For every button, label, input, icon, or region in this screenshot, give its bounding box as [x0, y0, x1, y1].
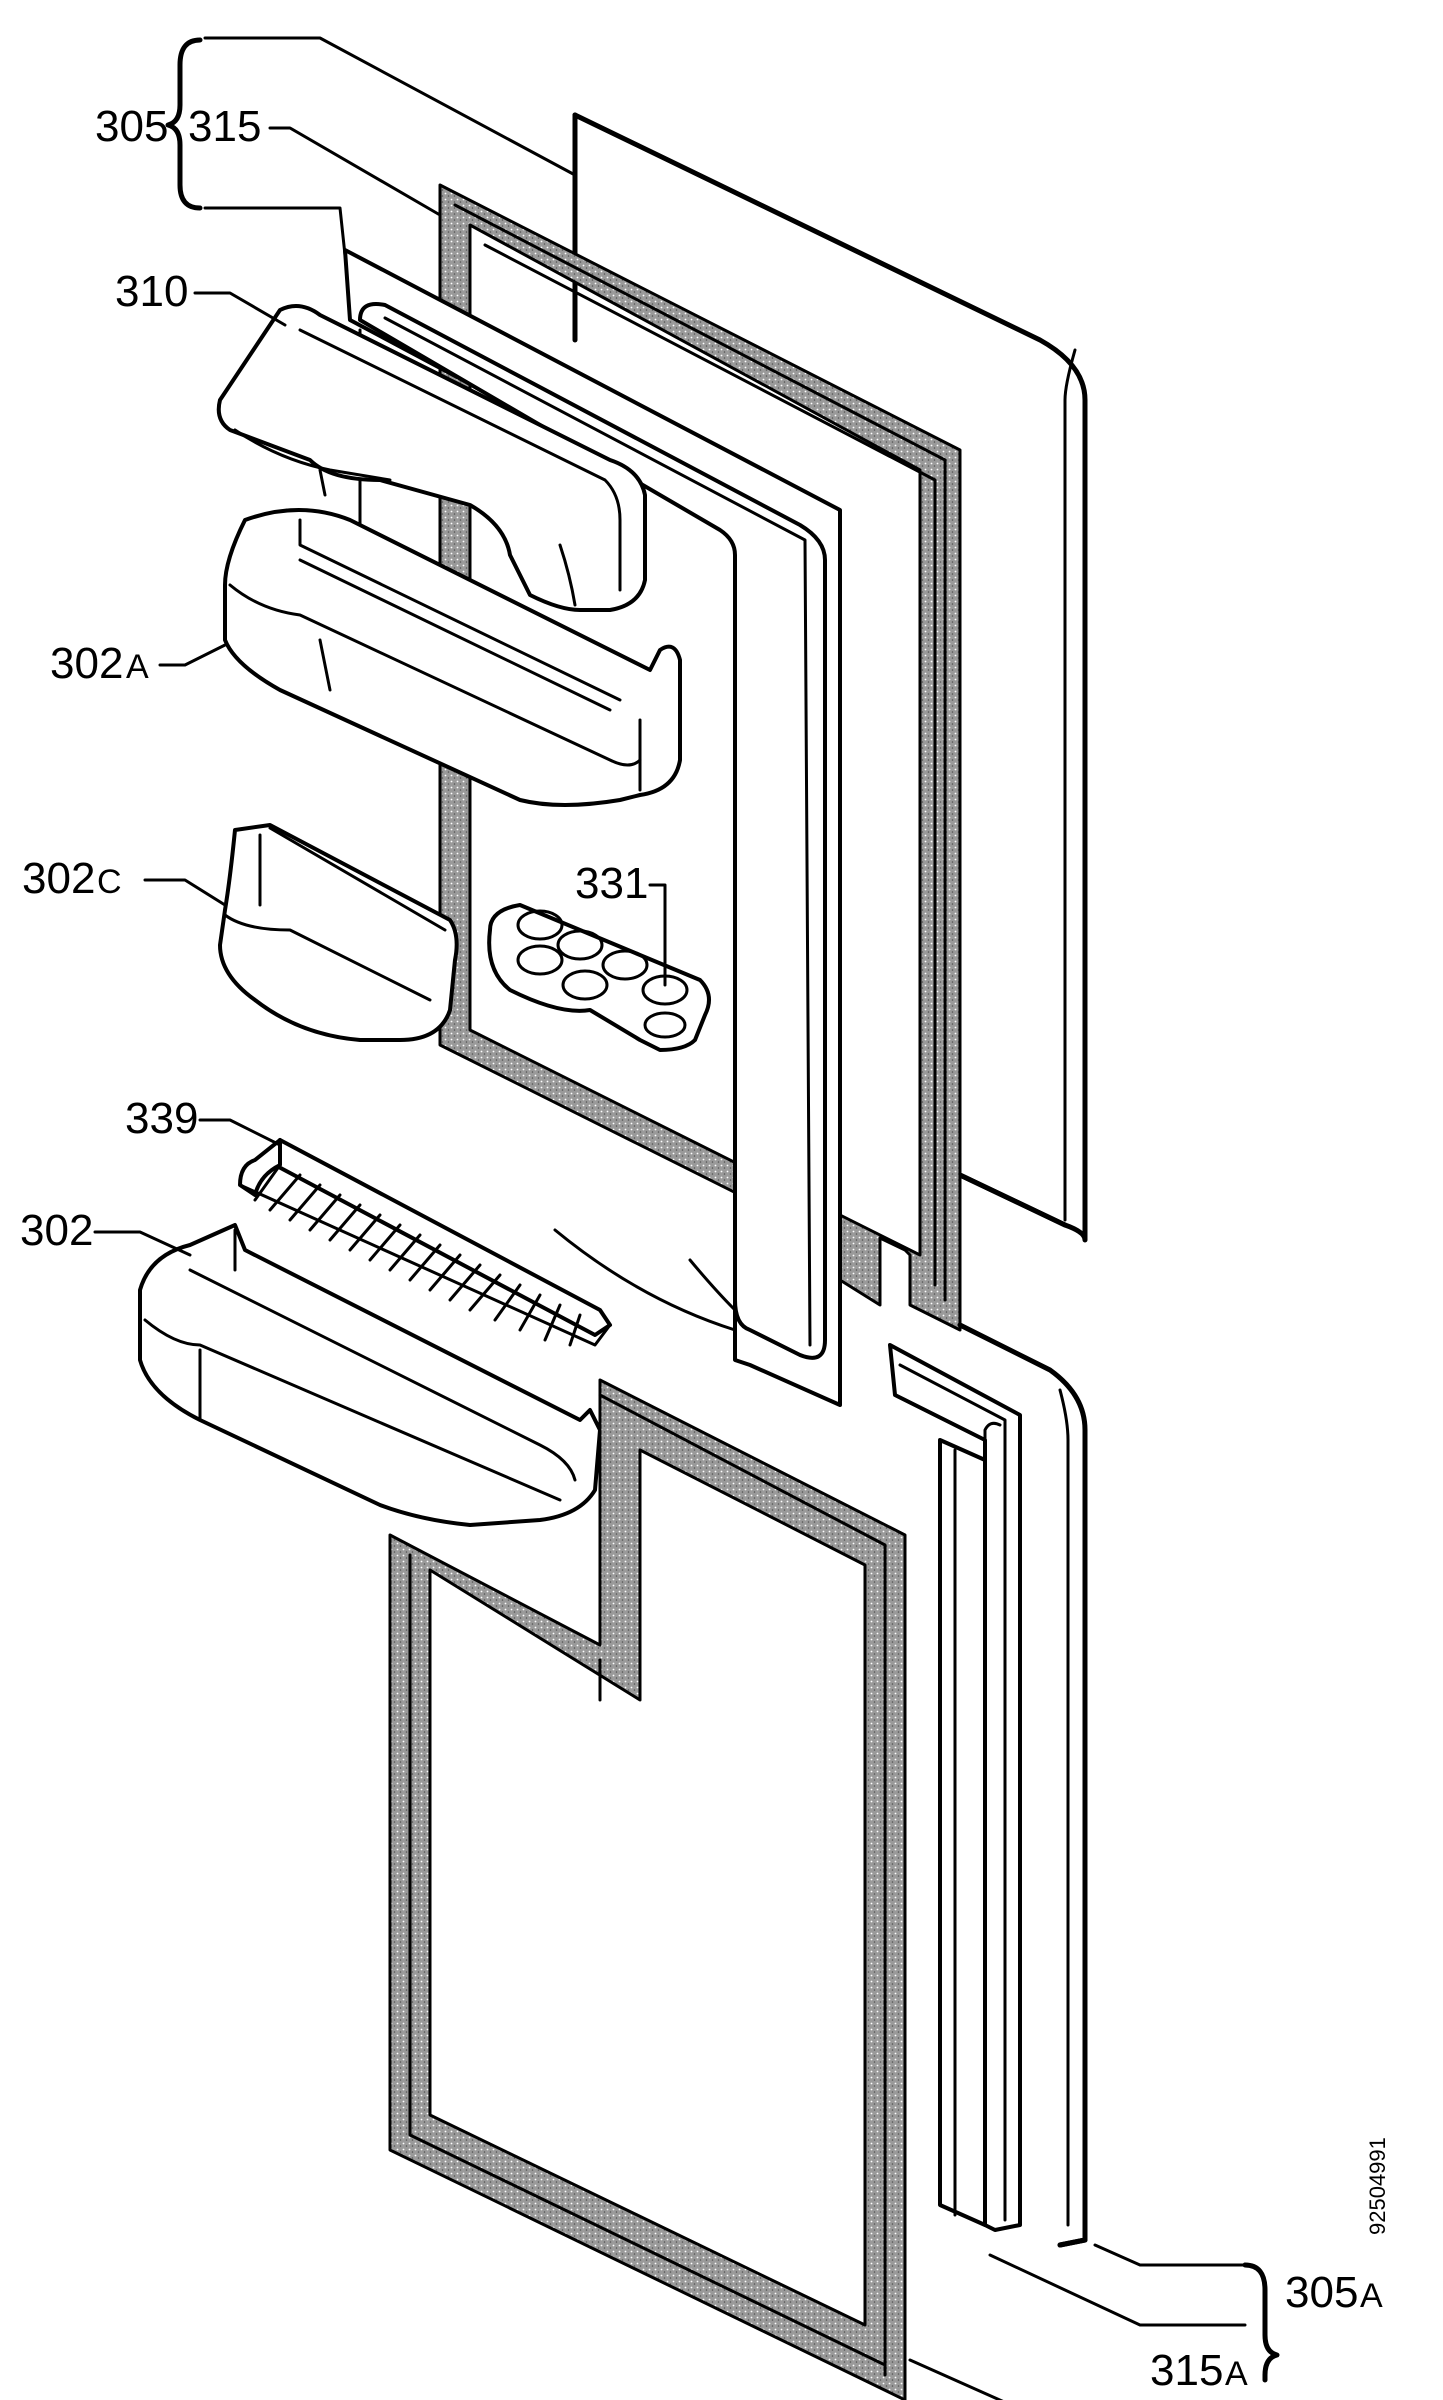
upper-door-outer-panel — [572, 112, 1088, 1243]
svg-text:C: C — [97, 863, 122, 901]
lower-door-inner-liner — [888, 1343, 1022, 2232]
lower-gasket-inner-edges — [408, 1393, 887, 2377]
svg-text:302: 302 — [20, 1206, 93, 1255]
part-331-egg-tray — [487, 903, 711, 1052]
svg-text:302: 302 — [22, 854, 95, 903]
callout-339: 339 — [125, 1094, 198, 1143]
brace-305A — [1242, 2262, 1280, 2383]
svg-text:305: 305 — [95, 102, 168, 151]
lower-door-outer-panel — [957, 1322, 1088, 2248]
leader-lines — [93, 36, 1247, 2400]
callout-331: 331 — [575, 859, 648, 908]
callout-310: 310 — [115, 267, 188, 316]
callout-302: 302 — [20, 1206, 93, 1255]
svg-text:305: 305 — [1285, 2268, 1358, 2317]
svg-text:310: 310 — [115, 267, 188, 316]
part-302-lower-bin — [138, 1223, 602, 1527]
svg-text:331: 331 — [575, 859, 648, 908]
svg-text:339: 339 — [125, 1094, 198, 1143]
svg-text:302: 302 — [50, 639, 123, 688]
drawing-code: 92504991 — [1365, 2137, 1390, 2235]
svg-text:A: A — [1225, 2355, 1248, 2393]
callout-305A: 305 A — [1285, 2268, 1383, 2317]
lower-door-gasket — [388, 1378, 907, 2400]
brace-305 — [165, 37, 203, 211]
callout-315A: 315 A — [1150, 2346, 1248, 2395]
callout-302A: 302 A — [50, 639, 149, 688]
part-302C-small-bin — [218, 823, 459, 1042]
callout-315: 315 — [188, 102, 261, 151]
svg-text:A: A — [126, 648, 149, 686]
svg-text:315: 315 — [1150, 2346, 1223, 2395]
callout-305: 305 — [95, 102, 168, 151]
part-339-rack — [238, 1138, 612, 1347]
callout-302C: 302 C — [22, 854, 122, 903]
svg-text:315: 315 — [188, 102, 261, 151]
upper-gasket-inner-edges — [453, 203, 947, 1302]
part-310-shelf-lid — [216, 304, 647, 612]
svg-text:A: A — [1360, 2277, 1383, 2315]
part-302A-door-bin — [223, 508, 682, 807]
